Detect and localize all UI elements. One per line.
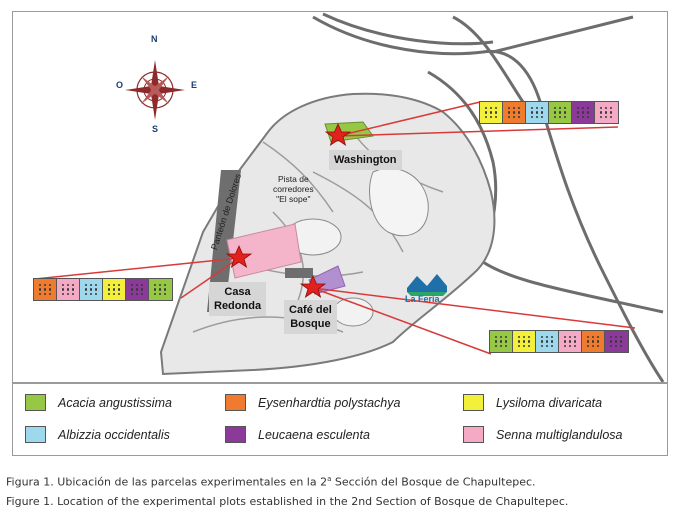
plot-cell-eysenhardtia: [503, 102, 526, 123]
connector-lines: [34, 101, 636, 355]
panteon-de-dolores-area: [207, 170, 241, 312]
caption-english: Figure 1. Location of the experimental p…: [6, 495, 569, 508]
caption-spanish-superscript: a: [327, 475, 332, 483]
compass-east-label: E: [191, 80, 198, 90]
legend-label-senna: Senna multiglandulosa: [496, 427, 623, 442]
casa-redonda-plot-strip: [33, 278, 173, 301]
plot-cell-albizzia: [536, 331, 559, 352]
legend-item-eysenhardtia: Eysenhardtia polystachya: [225, 394, 400, 411]
legend-label-leucaena: Leucaena esculenta: [258, 427, 370, 442]
plot-cell-lysiloma: [480, 102, 503, 123]
compass-north-label: N: [151, 34, 158, 44]
plot-cell-acacia: [549, 102, 572, 123]
legend-label-lysiloma: Lysiloma divaricata: [496, 395, 603, 410]
legend-swatch-eysenhardtia: [225, 394, 246, 411]
legend-item-albizzia: Albizzia occidentalis: [25, 426, 170, 443]
plot-cell-acacia: [149, 279, 172, 300]
washington-star-icon: [324, 123, 352, 146]
legend-label-eysenhardtia: Eysenhardtia polystachya: [258, 395, 401, 410]
legend-label-albizzia: Albizzia occidentalis: [58, 427, 170, 442]
washington-plot-strip: [479, 101, 619, 124]
legend-item-leucaena: Leucaena esculenta: [225, 426, 370, 443]
legend-item-acacia: Acacia angustissima: [25, 394, 172, 411]
plot-cell-albizzia: [526, 102, 549, 123]
washington-label: Washington: [329, 150, 402, 170]
plot-cell-senna: [559, 331, 582, 352]
legend-label-acacia: Acacia angustissima: [58, 395, 172, 410]
legend-swatch-acacia: [25, 394, 46, 411]
cafe-del-bosque-plot-strip: [489, 330, 629, 353]
plot-cell-leucaena: [126, 279, 149, 300]
plot-cell-eysenhardtia: [582, 331, 605, 352]
legend-item-senna: Senna multiglandulosa: [463, 426, 622, 443]
cafe-del-bosque-building: [285, 268, 313, 278]
plot-cell-lysiloma: [513, 331, 536, 352]
plot-cell-senna: [57, 279, 80, 300]
legend-swatch-leucaena: [225, 426, 246, 443]
park-map: [34, 12, 665, 382]
plot-cell-albizzia: [80, 279, 103, 300]
pista-de-corredores-label: Pista de corredores "El sope": [273, 174, 314, 204]
cafe-del-bosque-label: Café del Bosque: [284, 300, 337, 334]
legend-swatch-albizzia: [25, 426, 46, 443]
casa-redonda-star-icon: [225, 245, 253, 268]
legend-panel: Acacia angustissima Eysenhardtia polystac…: [12, 383, 668, 456]
caption-spanish-suffix: Sección del Bosque de Chapultepec.: [331, 475, 536, 489]
legend-swatch-lysiloma: [463, 394, 484, 411]
compass-west-label: O: [116, 80, 124, 90]
caption-spanish-prefix: Figura 1. Ubicación de las parcelas expe…: [6, 475, 328, 489]
plot-cell-leucaena: [605, 331, 628, 352]
plot-cell-eysenhardtia: [34, 279, 57, 300]
legend-item-lysiloma: Lysiloma divaricata: [463, 394, 602, 411]
plot-cell-senna: [595, 102, 618, 123]
legend-swatch-senna: [463, 426, 484, 443]
compass-rose-icon: [125, 60, 185, 120]
casa-redonda-label: Casa Redonda: [209, 282, 267, 316]
caption-spanish: Figura 1. Ubicación de las parcelas expe…: [6, 475, 536, 489]
la-feria-logo: [407, 274, 447, 296]
site-markers: [225, 123, 352, 298]
plot-cell-leucaena: [572, 102, 595, 123]
cafe-del-bosque-star-icon: [299, 275, 327, 298]
la-feria-label: La Feria: [405, 294, 440, 304]
compass-south-label: S: [152, 124, 159, 134]
plot-cell-acacia: [490, 331, 513, 352]
plot-cell-lysiloma: [103, 279, 126, 300]
map-panel: N S E O Washington Casa Redonda Café del…: [12, 11, 668, 383]
